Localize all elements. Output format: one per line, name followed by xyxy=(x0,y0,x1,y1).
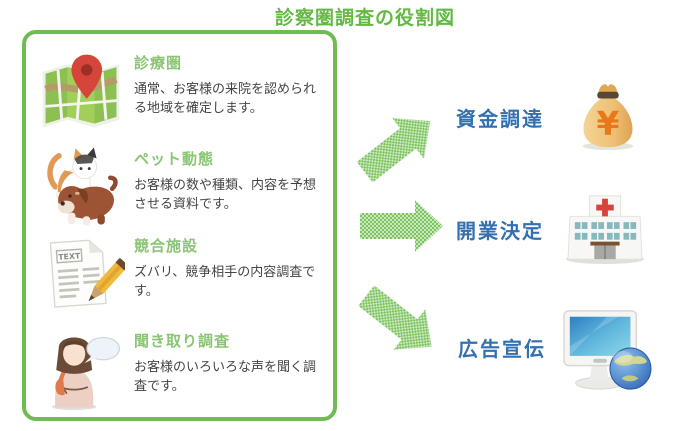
money-bag-icon: ¥ xyxy=(573,83,643,155)
svg-text:TEXT: TEXT xyxy=(58,251,81,262)
survey-item-clinic-area: 診療圏 通常、お客様の来院を認められる地域を確定します。 xyxy=(32,48,326,136)
outcome-label-opening-decision: 開業決定 xyxy=(456,219,544,243)
survey-item-heading: 診療圏 xyxy=(134,54,183,72)
interview-woman-icon xyxy=(32,326,130,414)
outcome-label-advertising: 広告宣伝 xyxy=(458,337,546,361)
survey-item-description: 通常、お客様の来院を認められる地域を確定します。 xyxy=(134,82,317,116)
arrow-down-right-icon xyxy=(346,273,450,374)
map-pin-icon xyxy=(32,48,130,136)
survey-item-pet-trends: ペット動態 お客様の数や種類、内容を予想させる資料です。 xyxy=(32,144,326,228)
survey-item-competitors: TEXT xyxy=(32,231,326,315)
survey-item-heading: 競合施設 xyxy=(134,237,199,255)
outcome-label-funding: 資金調達 xyxy=(456,107,544,131)
computer-globe-icon xyxy=(560,305,653,399)
document-pencil-icon: TEXT xyxy=(32,231,130,315)
survey-item-heading: ペット動態 xyxy=(134,150,215,168)
page-title: 診察圏調査の役割図 xyxy=(274,7,455,29)
arrow-up-right-icon xyxy=(347,98,451,199)
hospital-icon xyxy=(562,191,648,269)
survey-item-heading: 聞き取り調査 xyxy=(134,332,231,350)
arrow-right-icon xyxy=(360,197,444,259)
survey-item-description: ズバリ、競争相手の内容調査です。 xyxy=(134,265,316,299)
survey-item-description: お客様のいろいろな声を聞く調査です。 xyxy=(134,360,317,394)
survey-box: 診療圏 通常、お客様の来院を認められる地域を確定します。 xyxy=(22,30,337,421)
cat-dog-icon xyxy=(32,144,130,228)
survey-item-description: お客様の数や種類、内容を予想させる資料です。 xyxy=(134,178,317,212)
svg-text:¥: ¥ xyxy=(597,103,620,142)
survey-item-interview: 聞き取り調査 お客様のいろいろな声を聞く調査です。 xyxy=(32,326,326,414)
